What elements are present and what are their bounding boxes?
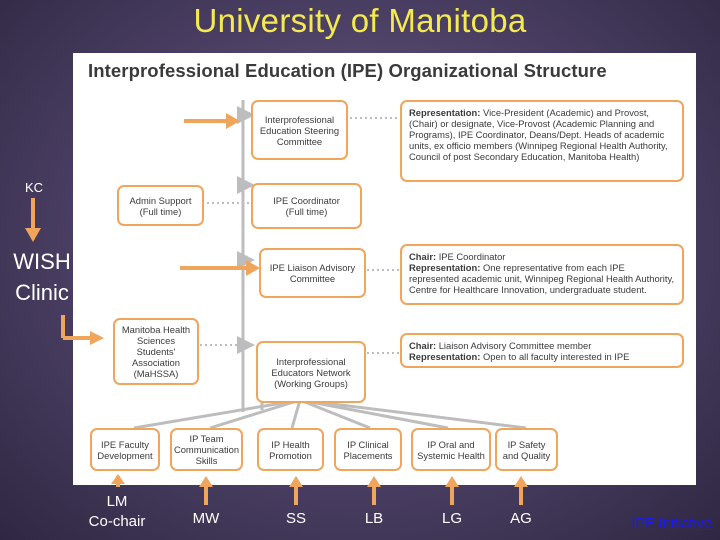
branch-line xyxy=(290,399,302,429)
network-representation-text: Open to all faculty interested in IPE xyxy=(480,351,630,362)
branch-line xyxy=(209,398,301,430)
working-group-box: IP Clinical Placements xyxy=(334,428,402,471)
annotation-lg: LG xyxy=(441,510,462,527)
representation-label: Representation: xyxy=(409,351,481,362)
working-group-box: IP Team Communication Skills xyxy=(170,428,243,471)
liaison-chair-text: IPE Coordinator xyxy=(436,251,506,262)
network-chair-text: Liaison Advisory Committee member xyxy=(436,340,592,351)
annotation-ag: AG xyxy=(510,510,532,527)
branch-line xyxy=(299,398,371,430)
org-chart-connectors xyxy=(133,100,527,430)
annotation-arrows xyxy=(31,119,523,505)
annotation-mw: MW xyxy=(192,510,220,527)
admin-support-box: Admin Support (Full time) xyxy=(117,185,204,226)
diagram-title: Interprofessional Education (IPE) Organi… xyxy=(88,60,607,81)
steering-committee-box: Interprofessional Education Steering Com… xyxy=(251,100,348,160)
mahssa-box: Manitoba Health Sciences Students' Assoc… xyxy=(113,318,199,385)
liaison-representation-text: One representative from each IPE represe… xyxy=(409,262,675,295)
representation-label: Representation: xyxy=(409,262,481,273)
educators-network-box: Interprofessional Educators Network (Wor… xyxy=(256,341,366,403)
branch-line xyxy=(299,398,527,430)
annotation-ja: JA (SL) xyxy=(146,112,172,146)
dotted-connectors xyxy=(200,117,400,354)
annotation-wish-clinic: WISH Clinic xyxy=(13,249,71,305)
branch-line xyxy=(299,398,449,430)
working-group-box: IP Health Promotion xyxy=(257,428,324,471)
working-group-box: IP Safety and Quality xyxy=(495,428,558,471)
working-group-box: IPE Faculty Development xyxy=(90,428,160,471)
representation-label: Representation: xyxy=(409,107,481,118)
annotation-lb: LB xyxy=(364,510,384,527)
slide-title: University of Manitoba xyxy=(193,2,527,39)
annotation-kc: KC xyxy=(24,180,44,195)
chair-label: Chair: xyxy=(409,251,437,262)
ipe-coordinator-box: IPE Coordinator (Full time) xyxy=(251,183,362,229)
liaison-committee-box: IPE Liaison Advisory Committee xyxy=(259,248,366,298)
annotation-lm-cochair: LM Co-chair xyxy=(88,493,146,530)
working-group-box: IP Oral and Systemic Health xyxy=(411,428,491,471)
annotation-arrowheads xyxy=(25,113,528,487)
network-info-box: Chair: Liaison Advisory Committee member… xyxy=(400,333,684,368)
steering-representation-box: Representation: Vice-President (Academic… xyxy=(400,100,684,182)
branch-line xyxy=(133,398,301,430)
annotation-ss: SS xyxy=(285,510,306,527)
annotation-lm: LM xyxy=(155,258,177,275)
steering-representation-text: Vice-President (Academic) and Provost, (… xyxy=(409,107,668,162)
chair-label: Chair: xyxy=(409,340,437,351)
ipe-initiative-link[interactable]: IPE Initiative xyxy=(631,516,712,532)
